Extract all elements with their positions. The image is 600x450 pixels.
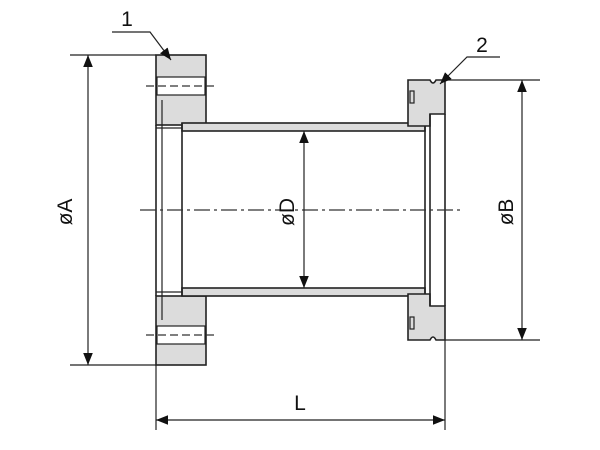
dim-A-label: øA bbox=[54, 199, 77, 226]
dimension-L: L bbox=[155, 340, 446, 430]
right-flange bbox=[407, 79, 446, 341]
callout-2-label: 2 bbox=[476, 34, 488, 57]
dim-B-label: øB bbox=[495, 199, 518, 226]
left-flange bbox=[146, 54, 214, 366]
dimension-D: øD bbox=[276, 131, 309, 288]
dim-L-label: L bbox=[294, 392, 306, 415]
callout-1-label: 1 bbox=[121, 8, 133, 31]
dim-D-label: øD bbox=[276, 198, 299, 226]
callout-1: 1 bbox=[112, 8, 172, 61]
callout-2: 2 bbox=[439, 34, 500, 85]
dimension-B: øB bbox=[445, 79, 540, 341]
dimension-A: øA bbox=[54, 54, 156, 366]
